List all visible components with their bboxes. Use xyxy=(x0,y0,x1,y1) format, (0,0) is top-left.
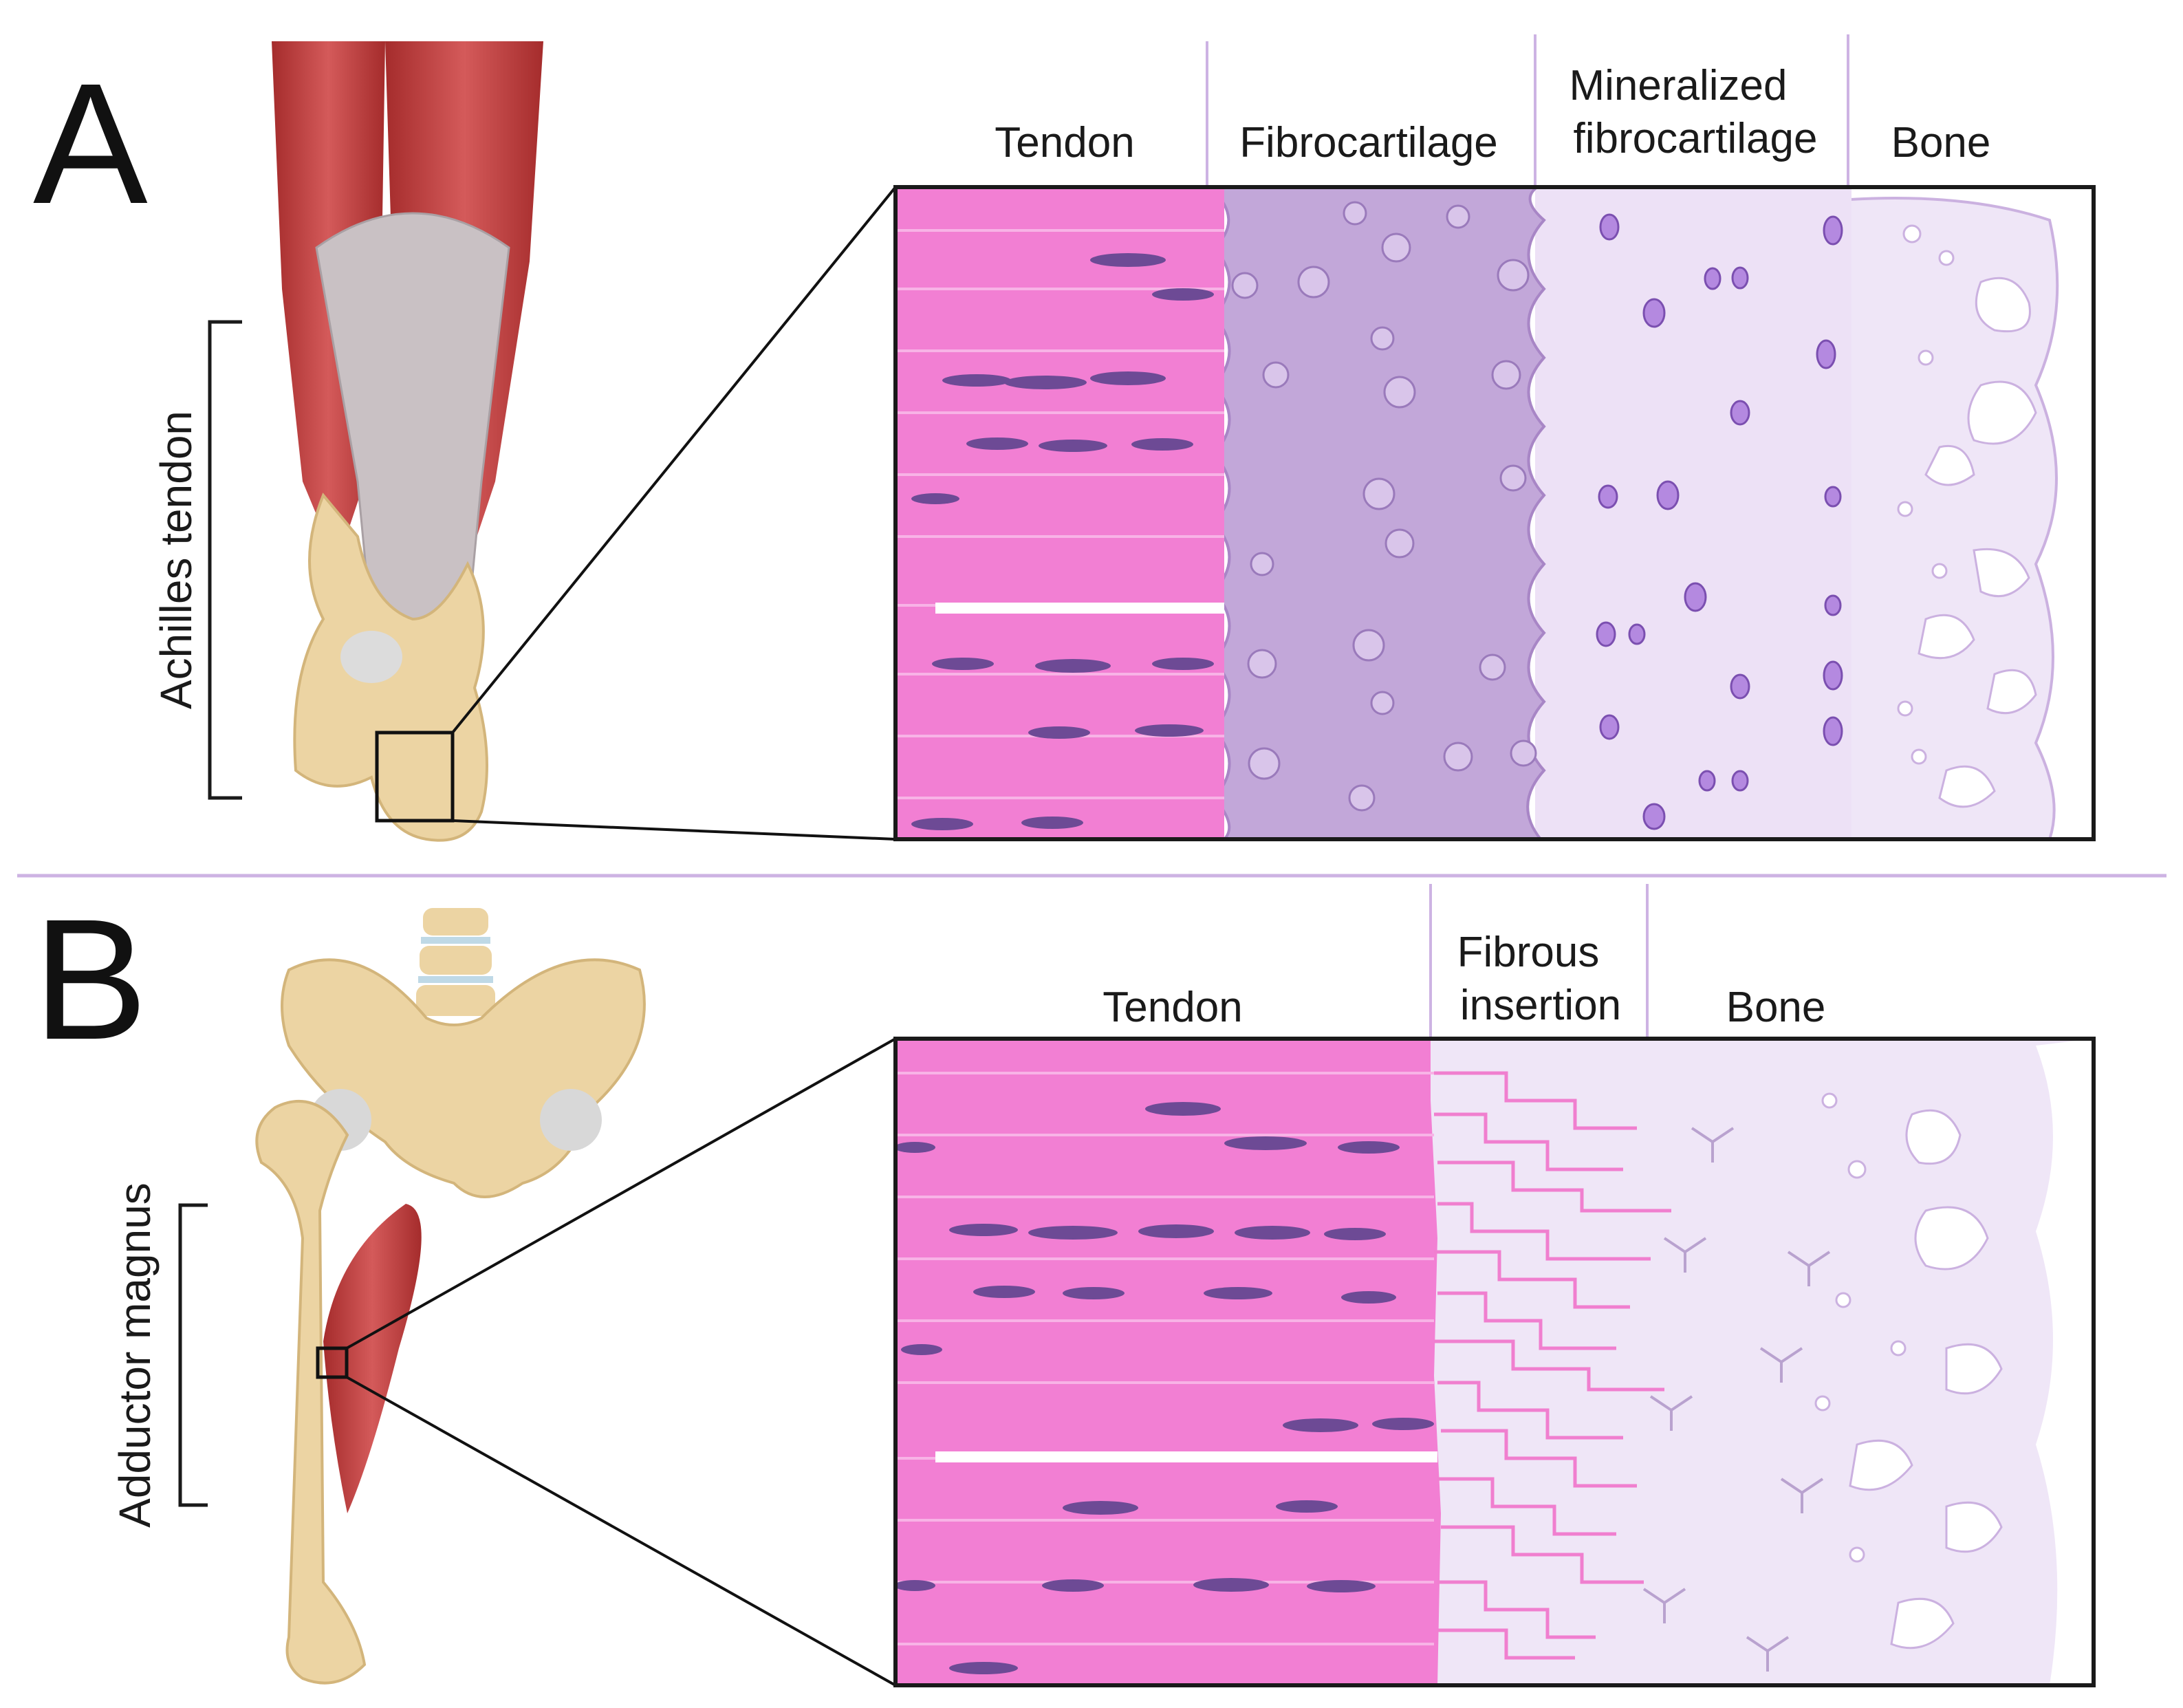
ankle-joint xyxy=(340,631,402,683)
zone-label-mineralized-line1: Mineralized xyxy=(1569,62,1787,109)
chondrocytes-a xyxy=(1231,201,1537,812)
zoom-line-b-top xyxy=(346,1037,896,1350)
bone-region-a xyxy=(1849,197,2059,839)
bone-lacunae-a xyxy=(1897,224,2037,808)
osteocytes-b xyxy=(1642,1127,1831,1672)
zoom-line-bottom xyxy=(452,819,896,841)
panel-b-letter: B xyxy=(33,883,148,1075)
bone-outer-b xyxy=(2036,1039,2094,1685)
zone-label-fibrocartilage: Fibrocartilage xyxy=(1239,119,1498,166)
achilles-zoom-box xyxy=(375,731,455,823)
histology-frame-b xyxy=(893,1037,2096,1687)
spine xyxy=(416,908,495,1016)
histology-strip-b xyxy=(895,1039,2094,1685)
panel-b: B Adductor magnus xyxy=(33,883,2096,1687)
tendon-zone-b xyxy=(895,1039,1441,1685)
zone-label-bone-a: Bone xyxy=(1891,119,1991,166)
panel-b-zone-header: Tendon Fibrous insertion Bone xyxy=(1103,884,1825,1039)
tendon-gap-b xyxy=(935,1451,1437,1462)
adductor-magnus-label: Adductor magnus xyxy=(110,1182,160,1528)
bone-lacunae-b xyxy=(1814,1092,2003,1650)
zoom-line-top xyxy=(451,186,897,734)
achilles-bracket: Achilles tendon xyxy=(151,320,242,800)
zone-label-bone-b: Bone xyxy=(1726,984,1826,1031)
tendon-gap-a xyxy=(935,603,1224,614)
hip-joint-right xyxy=(540,1089,602,1151)
tenocytes-b xyxy=(895,1102,1434,1674)
zone-label-mineralized-line2: fibrocartilage xyxy=(1574,115,1818,162)
femur xyxy=(255,1100,367,1685)
fibrous-insertion-fibers xyxy=(1434,1071,1671,1660)
zone-label-fibrous-line1: Fibrous xyxy=(1457,929,1600,976)
panel-a-zone-header: Tendon Fibrocartilage Mineralized fibroc… xyxy=(995,34,1990,187)
tendon-zone-a xyxy=(895,187,1224,839)
mineralized-zone xyxy=(1535,187,1851,839)
zone-label-tendon-b: Tendon xyxy=(1103,984,1242,1031)
panel-a: A Achilles tendon Tendon Fibrocartilage … xyxy=(33,34,2096,842)
hip-illustration xyxy=(255,908,896,1687)
zone-label-tendon-a: Tendon xyxy=(995,119,1134,166)
leg-illustration xyxy=(272,41,897,842)
histology-strip-a xyxy=(895,187,2094,839)
mineralized-cells-a xyxy=(1596,213,1843,830)
adductor-bracket: Adductor magnus xyxy=(110,1182,208,1528)
zone-label-fibrous-line2: insertion xyxy=(1460,982,1621,1029)
panel-a-letter: A xyxy=(33,47,148,239)
adductor-magnus-muscle xyxy=(323,1204,422,1513)
tenocytes-a xyxy=(911,253,1214,830)
fibrocartilage-zone xyxy=(1208,187,1546,839)
adductor-zoom-box xyxy=(316,1346,349,1379)
histology-frame-a xyxy=(893,185,2096,841)
achilles-tendon-label: Achilles tendon xyxy=(151,411,201,709)
zoom-line-b-bottom xyxy=(346,1376,896,1687)
